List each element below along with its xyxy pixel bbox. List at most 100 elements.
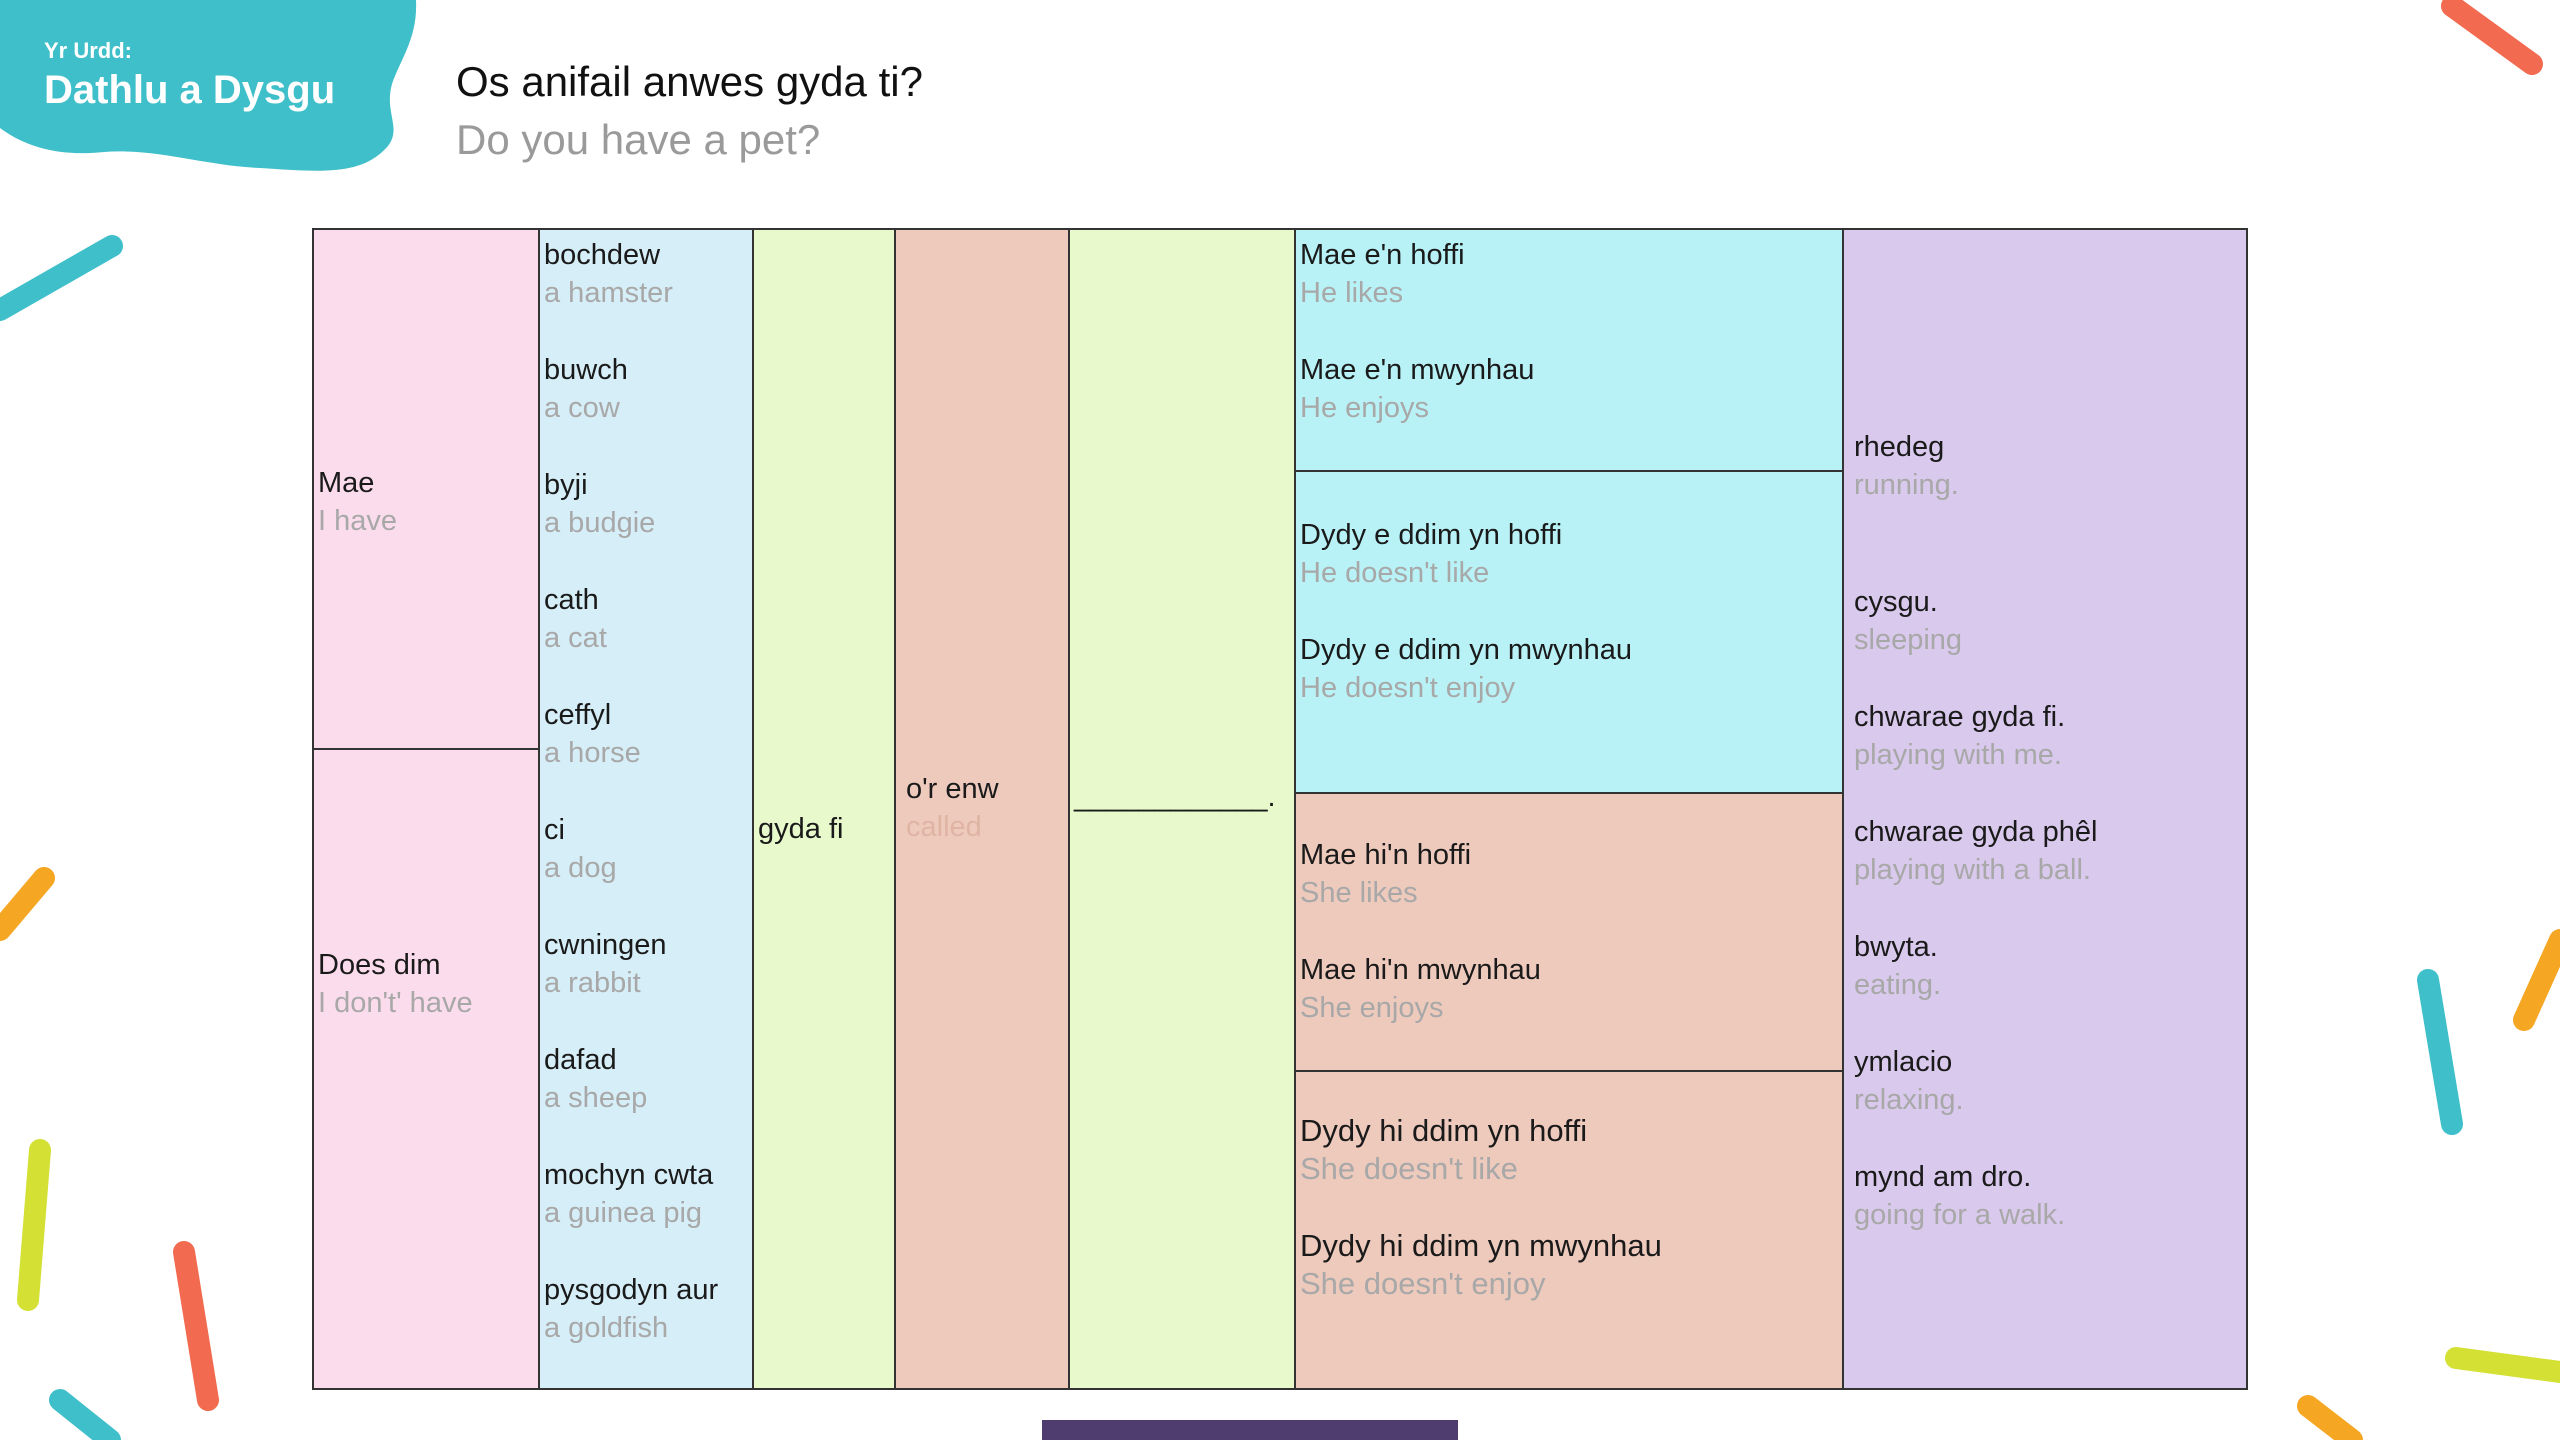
welsh-text: Mae hi'n hoffi (1300, 839, 1472, 871)
welsh-text: pysgodyn aur (544, 1274, 719, 1306)
welsh-text: byji (544, 469, 588, 501)
english-text: called (906, 811, 982, 843)
welsh-text: Mae hi'n mwynhau (1300, 954, 1541, 986)
orange-stripe-bottom-right (2297, 1395, 2363, 1440)
english-text: She doesn't enjoy (1300, 1266, 1546, 1301)
animal-item: cath a cat (544, 581, 750, 657)
welsh-text: mynd am dro. (1854, 1161, 2032, 1193)
welsh-text: mochyn cwta (544, 1159, 714, 1191)
welsh-text: bwyta. (1854, 931, 1938, 963)
english-text: a cat (544, 622, 607, 654)
welsh-text: Dydy hi ddim yn hoffi (1300, 1113, 1588, 1148)
english-text: She enjoys (1300, 992, 1444, 1024)
english-text: playing with a ball. (1854, 854, 2091, 886)
welsh-text: cysgu. (1854, 586, 1938, 618)
cell-he-likes: Mae e'n hoffi He likes Mae e'n mwynhau H… (1296, 230, 1842, 470)
english-text: a hamster (544, 277, 673, 309)
welsh-text: o'r enw (906, 773, 999, 805)
english-text: a goldfish (544, 1312, 669, 1344)
english-text: going for a walk. (1854, 1199, 2066, 1231)
verb-item: Dydy e ddim yn mwynhau He doesn't enjoy (1300, 631, 1840, 707)
welsh-text: ymlacio (1854, 1046, 1953, 1078)
activity-item: ymlacio relaxing. (1854, 1043, 2244, 1119)
cell-she-likes: Mae hi'n hoffi She likes Mae hi'n mwynha… (1296, 792, 1842, 1070)
cell-she-doesnt-like: Dydy hi ddim yn hoffi She doesn't like D… (1296, 1070, 1842, 1388)
animal-item: bochdew a hamster (544, 236, 750, 312)
welsh-text: Mae e'n mwynhau (1300, 354, 1535, 386)
welsh-text: Dydy hi ddim yn mwynhau (1300, 1228, 1662, 1263)
page-subtitle: Do you have a pet? (456, 116, 821, 163)
column-called: o'r enw called (896, 230, 1070, 1388)
activity-item: bwyta. eating. (1854, 928, 2244, 1004)
english-text: I don't' have (318, 987, 473, 1019)
welsh-text: chwarae gyda fi. (1854, 701, 2066, 733)
welsh-text: dafad (544, 1044, 617, 1076)
welsh-text: buwch (544, 354, 628, 386)
cell-mae: Mae I have (314, 230, 538, 748)
welsh-text: rhedeg (1854, 431, 1945, 463)
verb-item: Mae e'n hoffi He likes (1300, 236, 1840, 312)
english-text: a cow (544, 392, 620, 424)
activity-item: mynd am dro. going for a walk. (1854, 1158, 2244, 1234)
animal-item: dafad a sheep (544, 1041, 750, 1117)
coral-stripe-left (173, 1241, 219, 1411)
english-text: a sheep (544, 1082, 648, 1114)
welsh-text: cwningen (544, 929, 667, 961)
welsh-text: gyda fi (758, 813, 844, 845)
animal-item: ci a dog (544, 811, 750, 887)
phrase-gyda-fi: gyda fi (758, 810, 892, 848)
welsh-text: chwarae gyda phêl (1854, 816, 2098, 848)
verb-item: Mae hi'n mwynhau She enjoys (1300, 951, 1840, 1027)
english-text: She likes (1300, 877, 1418, 909)
column-pet-name: ____________. (1070, 230, 1296, 1388)
verb-item: Dydy hi ddim yn mwynhau She doesn't enjo… (1300, 1227, 1840, 1303)
footer-bar (1042, 1420, 1458, 1440)
teal-stripe-bottom-left (49, 1389, 121, 1440)
pet-name-blank: ____________. (1074, 778, 1292, 816)
teal-stripe-right (2417, 969, 2463, 1135)
orange-stripe-top-right (2441, 0, 2543, 75)
verb-item: Dydy e ddim yn hoffi He doesn't like (1300, 516, 1840, 592)
cell-does-dim: Does dim I don't' have (314, 748, 538, 1388)
logo-label-line2: Dathlu a Dysgu (44, 68, 336, 112)
english-text: running. (1854, 469, 1959, 501)
verb-item: Dydy hi ddim yn hoffi She doesn't like (1300, 1112, 1840, 1188)
activity-item: rhedeg running. (1854, 428, 2244, 504)
animal-item: pysgodyn aur a goldfish (544, 1271, 750, 1347)
page-title: Os anifail anwes gyda ti? (456, 58, 923, 105)
animal-item: cwningen a rabbit (544, 926, 750, 1002)
welsh-text: cath (544, 584, 599, 616)
welsh-text: ceffyl (544, 699, 612, 731)
activity-item: chwarae gyda fi. playing with me. (1854, 698, 2244, 774)
animal-item: buwch a cow (544, 351, 750, 427)
urdd-logo: Yr Urdd: Dathlu a Dysgu (44, 38, 335, 113)
phrase-mae: Mae I have (318, 464, 536, 540)
english-text: He doesn't enjoy (1300, 672, 1516, 704)
animal-item: mochyn cwta a guinea pig (544, 1156, 750, 1232)
welsh-text: ci (544, 814, 565, 846)
column-subject: Mae I have Does dim I don't' have (314, 230, 540, 1388)
logo-label-line1: Yr Urdd: (44, 38, 132, 63)
column-activities: rhedeg running. cysgu. sleeping chwarae … (1844, 230, 2246, 1388)
verb-item: Mae hi'n hoffi She likes (1300, 836, 1840, 912)
activity-item: chwarae gyda phêl playing with a ball. (1854, 813, 2244, 889)
english-text: He enjoys (1300, 392, 1429, 424)
welsh-text: Mae (318, 467, 375, 499)
column-animals: bochdew a hamster buwch a cow byji a bud… (540, 230, 754, 1388)
activity-item: cysgu. sleeping (1854, 583, 2244, 659)
welsh-text: Does dim (318, 949, 441, 981)
lime-stripe-bottom-right (2445, 1347, 2560, 1383)
teal-stripe-left (0, 235, 123, 321)
welsh-text: Dydy e ddim yn mwynhau (1300, 634, 1633, 666)
welsh-text: Dydy e ddim yn hoffi (1300, 519, 1563, 551)
cell-he-doesnt-like: Dydy e ddim yn hoffi He doesn't like Dyd… (1296, 470, 1842, 792)
english-text: eating. (1854, 969, 1942, 1001)
column-with-me: gyda fi (754, 230, 896, 1388)
orange-stripe-left (0, 867, 55, 941)
welsh-text: bochdew (544, 239, 661, 271)
english-text: He doesn't like (1300, 557, 1490, 589)
blank-line: ____________. (1074, 781, 1276, 813)
welsh-text: Mae e'n hoffi (1300, 239, 1465, 271)
lime-stripe-left (17, 1139, 51, 1311)
phrase-does-dim: Does dim I don't' have (318, 946, 536, 1022)
